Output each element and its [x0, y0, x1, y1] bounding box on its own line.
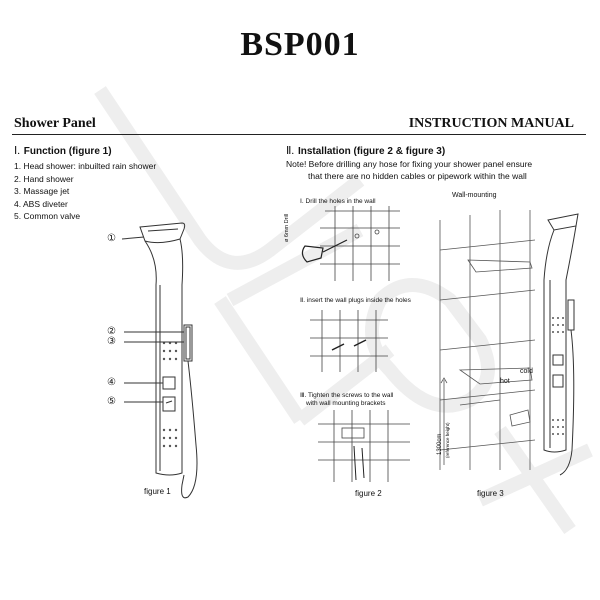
figure-3-caption: figure 3: [477, 489, 504, 498]
product-name: Shower Panel: [14, 116, 96, 131]
height-label: 1300cm: [437, 433, 443, 455]
figure-2-screws-step: [318, 410, 410, 482]
figure-3-wall-mounting: [439, 210, 579, 476]
list-item: 4. ABS diveter: [14, 198, 68, 209]
figure-2-drill-step: [301, 206, 400, 281]
drill-label: ø 6mm Drill: [284, 213, 290, 242]
cold-label: cold: [520, 368, 533, 375]
list-item: 2. Hand shower: [14, 173, 74, 184]
function-list: 1. Head shower: inbuilted rain shower 2.…: [14, 160, 156, 223]
callout-1: ①: [107, 233, 116, 244]
step-3-text-line1: Ⅲ. Tighten the screws to the wall: [300, 392, 394, 399]
figure-1-caption: figure 1: [144, 487, 171, 496]
manual-heading: INSTRUCTION MANUAL: [408, 116, 574, 131]
installation-note: Note! Before drilling any hose for fixin…: [286, 159, 533, 181]
step-2-text: Ⅱ. insert the wall plugs inside the hole…: [300, 297, 411, 304]
figure-2-caption: figure 2: [355, 489, 382, 498]
callout-5: ⑤: [107, 396, 116, 407]
hot-label: hot: [500, 378, 510, 385]
callout-3: ③: [107, 336, 116, 347]
header-divider: [12, 134, 586, 135]
list-item: 3. Massage jet: [14, 186, 70, 196]
figure-1-shower-panel: [121, 222, 198, 499]
function-section-title: Ⅰ. Function (figure 1): [14, 145, 112, 157]
installation-section-title: Ⅱ. Installation (figure 2 & figure 3): [286, 145, 446, 157]
callout-2: ②: [107, 326, 116, 337]
figure-2-plugs-step: [310, 310, 388, 372]
step-3-text-line2: with wall mounting brackets: [306, 400, 386, 407]
step-1-text: Ⅰ. Drill the holes in the wall: [300, 198, 376, 205]
document-title: BSP001: [240, 26, 360, 63]
list-item: 1. Head shower: inbuilted rain shower: [14, 161, 157, 171]
list-item: 5. Common valve: [14, 211, 81, 221]
callout-4: ④: [107, 377, 116, 388]
height-sub-label: (reference height): [445, 422, 450, 458]
wall-mounting-label: Wall-mounting: [452, 192, 497, 199]
